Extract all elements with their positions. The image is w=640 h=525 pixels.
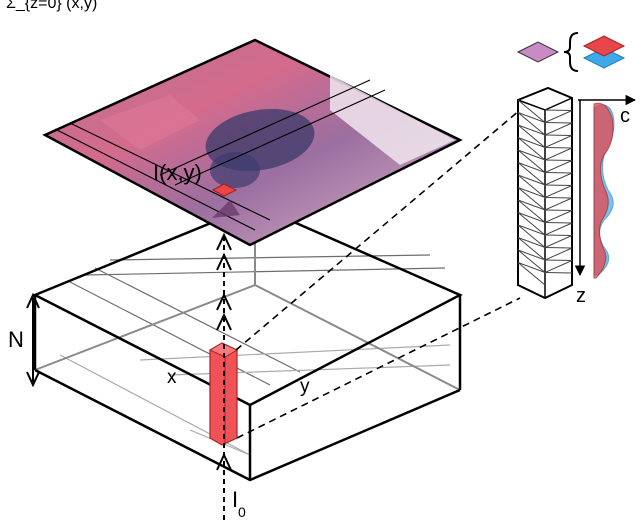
depth-arrow [26,292,40,388]
axis-z-label: z [576,285,586,307]
column-grid-diagonal [517,112,546,136]
axis-x-label: x [167,367,177,388]
column-grid-diagonal [544,272,573,274]
column-grid-diagonal [544,209,573,211]
column-grid-diagonal [517,212,546,236]
volume-box [32,203,463,482]
column-grid-diagonal [544,147,573,149]
legend-lilac-diamond [516,41,560,63]
column-grid-diagonal [544,109,573,111]
column-grid-diagonal [544,259,573,261]
profile-plot: c z [574,94,637,307]
legend-red-diamond [582,35,626,57]
image-intensity-label: I(x,y) [153,160,202,185]
column-grid-diagonal [517,124,546,148]
column-grid-diagonal [517,149,546,173]
column-grid-diagonal [544,197,573,199]
column-grid-diagonal [544,247,573,249]
column-grid-diagonal [544,159,573,161]
column-grid-diagonal [544,234,573,236]
axis-y-label: y [300,376,310,397]
column-grid-diagonal [517,162,546,186]
column-grid-diagonal [517,187,546,211]
column-grid-diagonal [517,224,546,248]
column-grid-diagonal [517,262,546,286]
column-grid-diagonal [544,134,573,136]
input-intensity-text: I [232,487,238,512]
input-intensity-subscript: 0 [238,504,246,520]
header-formula: Σ_{z=0} (x,y) [6,0,97,12]
column-grid-diagonal [544,122,573,124]
column-grid-diagonal [517,237,546,261]
column-grid-diagonal [517,99,546,123]
column-zoom [517,86,573,300]
ray-path [216,190,232,520]
legend-brace [563,32,579,72]
column-grid-diagonal [544,222,573,224]
column-grid-diagonal [517,249,546,273]
image-plane [42,38,463,247]
legend [516,32,626,72]
column-grid-diagonal [517,199,546,223]
axis-c-label: c [620,105,630,127]
depth-n-label: N [8,327,24,352]
column-grid-diagonal [517,137,546,161]
input-intensity-label: I 0 [232,487,246,520]
column-grid-diagonal [544,172,573,174]
column-grid-diagonal [517,174,546,198]
zoom-lines [235,109,521,439]
column-grid-diagonal [544,184,573,186]
